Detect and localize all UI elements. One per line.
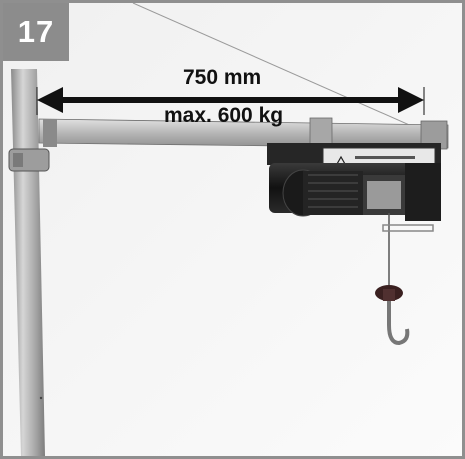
motor-body: [303, 171, 363, 215]
cable-guide: [382, 224, 434, 232]
background: [3, 3, 462, 456]
dimension-length-label: 750 mm: [183, 66, 262, 89]
dimension-arrow-right: [398, 87, 424, 113]
support-wire: [132, 3, 424, 132]
boom-pivot: [43, 119, 57, 147]
hoist-photo: [3, 3, 462, 456]
dimension-arrow-left: [37, 87, 63, 113]
figure-number-badge: 17: [3, 3, 69, 61]
max-load-label: max. 600 kg: [164, 104, 284, 127]
hook-icon: [387, 301, 410, 346]
hoist-gearbox: [405, 163, 441, 221]
